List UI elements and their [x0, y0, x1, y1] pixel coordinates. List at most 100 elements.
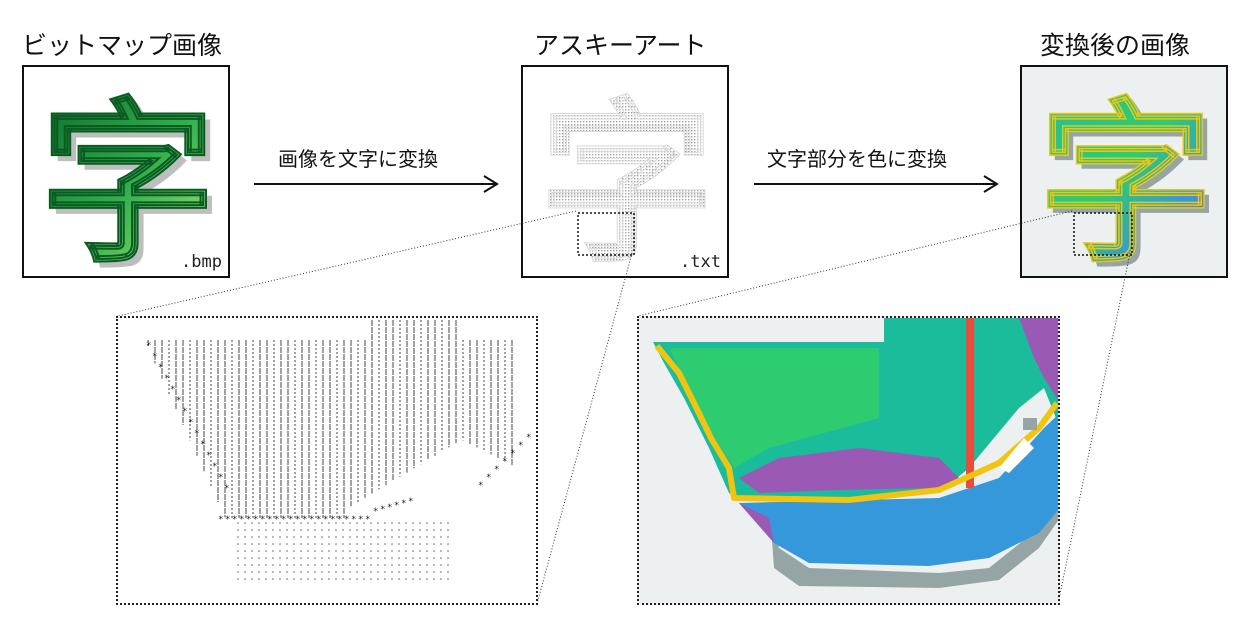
ascii-star: *	[200, 440, 205, 450]
ascii-star: *	[330, 515, 335, 525]
ascii-dot	[426, 529, 428, 531]
ascii-dot	[349, 557, 351, 559]
ascii-dot	[398, 571, 400, 573]
ascii-dot	[349, 578, 351, 580]
ascii-dot	[426, 557, 428, 559]
txt-extension: .txt	[680, 252, 721, 272]
ascii-dot	[405, 571, 407, 573]
ascii-star: *	[309, 515, 314, 525]
ascii-dot	[377, 543, 379, 545]
ascii-dot	[412, 557, 414, 559]
ascii-dot	[307, 578, 309, 580]
ascii-dot	[377, 571, 379, 573]
ascii-dot	[349, 536, 351, 538]
svg-text:字: 字	[1039, 84, 1214, 287]
ascii-dot	[335, 578, 337, 580]
ascii-dot	[391, 571, 393, 573]
ascii-dot	[447, 550, 449, 552]
ascii-star: *	[288, 515, 293, 525]
ascii-dot	[258, 529, 260, 531]
ascii-star: *	[194, 429, 199, 439]
ascii-dot	[398, 578, 400, 580]
ascii-dot	[251, 571, 253, 573]
ascii-dot	[244, 543, 246, 545]
ascii-star: *	[274, 515, 279, 525]
ascii-dot	[363, 550, 365, 552]
ascii-star: *	[526, 433, 531, 443]
ascii-dot	[349, 550, 351, 552]
ascii-dot	[391, 543, 393, 545]
ascii-dot	[440, 550, 442, 552]
ascii-zoom-detail: ****************************************…	[146, 320, 531, 580]
ascii-dot	[265, 571, 267, 573]
ascii-dot	[356, 564, 358, 566]
ascii-zoom-box: ****************************************…	[116, 316, 538, 605]
color-zoom-detail	[653, 318, 1058, 588]
ascii-dot	[426, 522, 428, 524]
ascii-dot	[300, 536, 302, 538]
ascii-dot	[328, 557, 330, 559]
ascii-dot	[251, 536, 253, 538]
ascii-dot	[307, 557, 309, 559]
ascii-star: *	[387, 503, 392, 513]
ascii-dot	[314, 543, 316, 545]
ascii-dot	[335, 550, 337, 552]
ascii-dot	[300, 529, 302, 531]
ascii-dot	[426, 550, 428, 552]
ascii-dot	[419, 536, 421, 538]
arrow-to-color	[754, 175, 999, 193]
ascii-dot	[342, 578, 344, 580]
ascii-dot	[335, 522, 337, 524]
ascii-dot	[335, 529, 337, 531]
ascii-dot	[258, 543, 260, 545]
ascii-dot	[307, 536, 309, 538]
ascii-dot	[398, 557, 400, 559]
ascii-dot	[384, 529, 386, 531]
ascii-dot	[321, 543, 323, 545]
ascii-dot	[307, 543, 309, 545]
ascii-dot	[412, 529, 414, 531]
ascii-dot	[447, 571, 449, 573]
ascii-dot	[286, 550, 288, 552]
ascii-dot	[286, 578, 288, 580]
ascii-dot	[370, 522, 372, 524]
ascii-dot	[251, 529, 253, 531]
ascii-dot	[279, 578, 281, 580]
ascii-dot	[370, 564, 372, 566]
ascii-dot	[300, 557, 302, 559]
ascii-dot	[377, 578, 379, 580]
arrow-label-to-text: 画像を文字に変換	[278, 147, 438, 171]
ascii-dot	[300, 578, 302, 580]
ascii-dot	[370, 571, 372, 573]
ascii-dot	[293, 529, 295, 531]
ascii-star: *	[253, 515, 258, 525]
ascii-dot	[279, 571, 281, 573]
ascii-dot	[447, 557, 449, 559]
ascii-dot	[307, 522, 309, 524]
ascii-glyph-image: 字	[539, 84, 715, 288]
ascii-star: *	[394, 501, 399, 511]
ascii-star: *	[316, 515, 321, 525]
ascii-dot	[286, 557, 288, 559]
ascii-dot	[279, 529, 281, 531]
ascii-dot	[300, 543, 302, 545]
ascii-dot	[363, 564, 365, 566]
ascii-dot	[244, 564, 246, 566]
ascii-dot	[328, 536, 330, 538]
ascii-dot	[251, 557, 253, 559]
ascii-dot	[377, 529, 379, 531]
ascii-star: *	[323, 515, 328, 525]
ascii-dot	[293, 564, 295, 566]
ascii-dot	[335, 571, 337, 573]
ascii-star: *	[212, 462, 217, 472]
ascii-dot	[321, 522, 323, 524]
ascii-dot	[279, 557, 281, 559]
ascii-dot	[237, 571, 239, 573]
ascii-star: *	[302, 515, 307, 525]
ascii-dot	[314, 529, 316, 531]
ascii-dot	[377, 557, 379, 559]
ascii-dot	[412, 543, 414, 545]
ascii-dot	[363, 522, 365, 524]
ascii-dot	[251, 564, 253, 566]
ascii-dot	[300, 564, 302, 566]
